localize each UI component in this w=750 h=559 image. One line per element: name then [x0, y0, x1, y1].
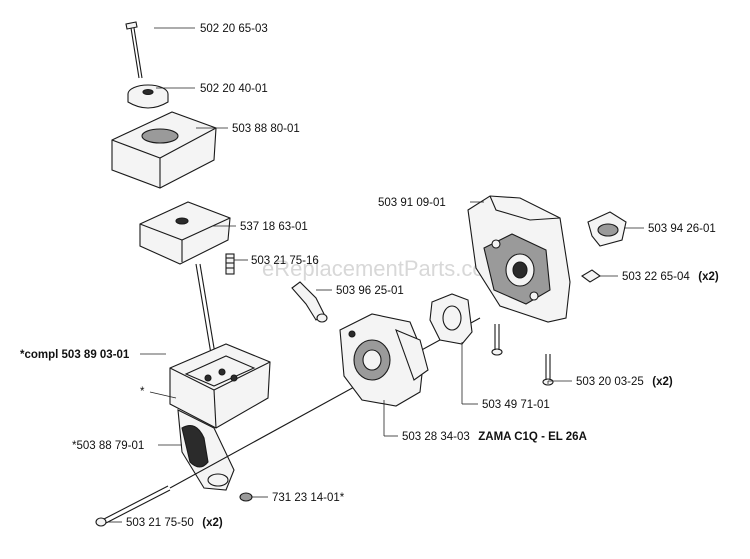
intake-manifold-part [467, 195, 571, 323]
filter-housing-part [169, 343, 271, 429]
part-label-503-28-34-03: 503 28 34-03 ZAMA C1Q - EL 26A [402, 427, 587, 444]
washer-part [239, 492, 253, 502]
filter-element-part [139, 201, 231, 265]
assembly-axis-line [169, 317, 481, 489]
part-quantity: (x2) [698, 271, 719, 283]
part-quantity: (x2) [202, 517, 223, 529]
part-label-503-21-75-50: 503 21 75-50 (x2) [126, 513, 223, 530]
long-bolt-part [95, 485, 171, 527]
intake-adaptor-part [177, 409, 235, 491]
carb-screw-part [491, 324, 503, 356]
small-nut-part [581, 269, 601, 283]
air-filter-cover-part [111, 111, 217, 189]
leader-lines [108, 27, 644, 523]
part-label-503-21-75-16: 503 21 75-16 [251, 255, 319, 267]
part-number: 503 28 34-03 [402, 431, 470, 443]
part-label-503-22-65-04: 503 22 65-04 (x2) [622, 267, 719, 284]
part-label-compl-503-89-03-01: *compl 503 89 03-01 [20, 349, 130, 361]
carburetor-part [339, 313, 429, 407]
cap-part [587, 211, 627, 247]
part-label-503-88-80-01: 503 88 80-01 [232, 123, 300, 135]
part-description: ZAMA C1Q - EL 26A [478, 431, 587, 443]
gasket-part [429, 293, 473, 345]
part-label-503-49-71-01: 503 49 71-01 [482, 399, 550, 411]
part-label-503-94-26-01: 503 94 26-01 [648, 223, 716, 235]
part-label-537-18-63-01: 537 18 63-01 [240, 221, 308, 233]
part-label-502-20-65-03: 502 20 65-03 [200, 23, 268, 35]
stud-rod-part [195, 263, 213, 361]
small-bolt-part [225, 253, 235, 275]
part-quantity: (x2) [652, 376, 673, 388]
part-label-asterisk: * [140, 386, 145, 398]
part-number: 503 21 75-50 [126, 517, 194, 529]
watermark-text: eReplacementParts.com [262, 256, 503, 281]
part-label-502-20-40-01: 502 20 40-01 [200, 83, 268, 95]
knob-nut-part [127, 84, 169, 109]
part-label-503-88-79-01: *503 88 79-01 [72, 440, 144, 452]
screw-part [125, 21, 143, 79]
part-label-731-23-14-01: 731 23 14-01* [272, 492, 345, 504]
part-label-503-20-03-25: 503 20 03-25 (x2) [576, 372, 673, 389]
right-screw-part [542, 354, 554, 386]
part-label-503-91-09-01: 503 91 09-01 [378, 197, 446, 209]
part-number: 503 20 03-25 [576, 376, 644, 388]
part-number: 503 22 65-04 [622, 271, 690, 283]
choke-lever-part [291, 281, 328, 323]
part-label-503-96-25-01: 503 96 25-01 [336, 285, 404, 297]
